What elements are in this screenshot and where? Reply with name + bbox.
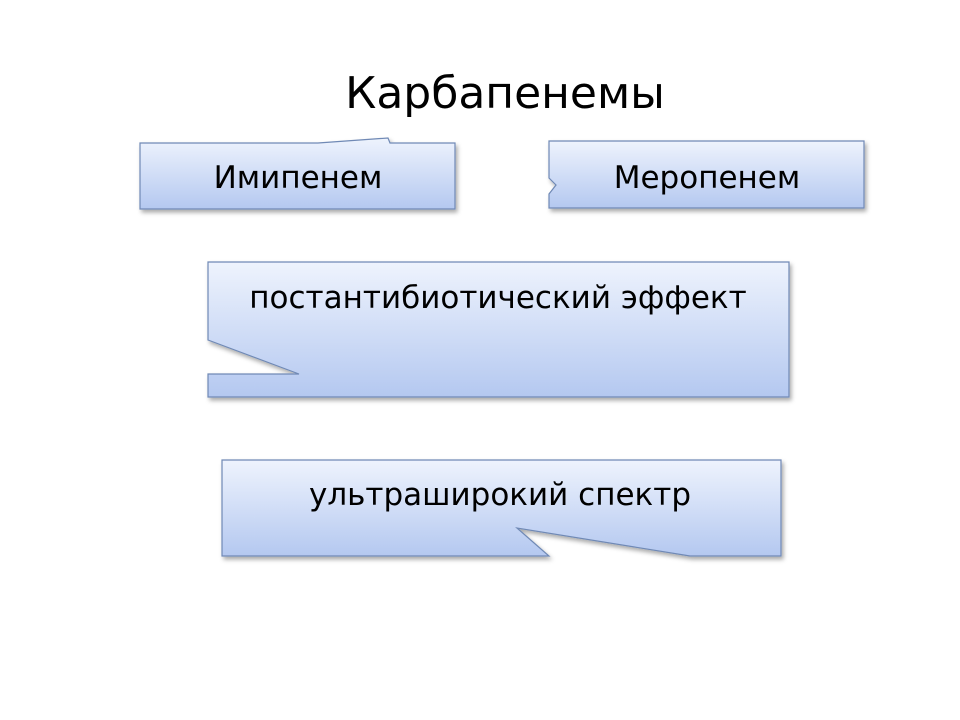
slide-title: Карбапенемы bbox=[345, 68, 665, 119]
property-label-postantibiotic-effect: постантибиотический эффект bbox=[249, 280, 746, 316]
drug-label-imipenem: Имипенем bbox=[214, 160, 383, 196]
callout-imipenem: Имипенем bbox=[139, 137, 456, 210]
property-label-ultrabroad-spectrum: ультраширокий спектр bbox=[309, 477, 691, 513]
callout-meropenem: Меропенем bbox=[548, 140, 865, 209]
callout-postantibiotic-effect: постантибиотический эффект bbox=[207, 261, 790, 398]
drug-label-meropenem: Меропенем bbox=[614, 160, 801, 196]
callout-ultrabroad-spectrum: ультраширокий спектр bbox=[221, 459, 782, 557]
